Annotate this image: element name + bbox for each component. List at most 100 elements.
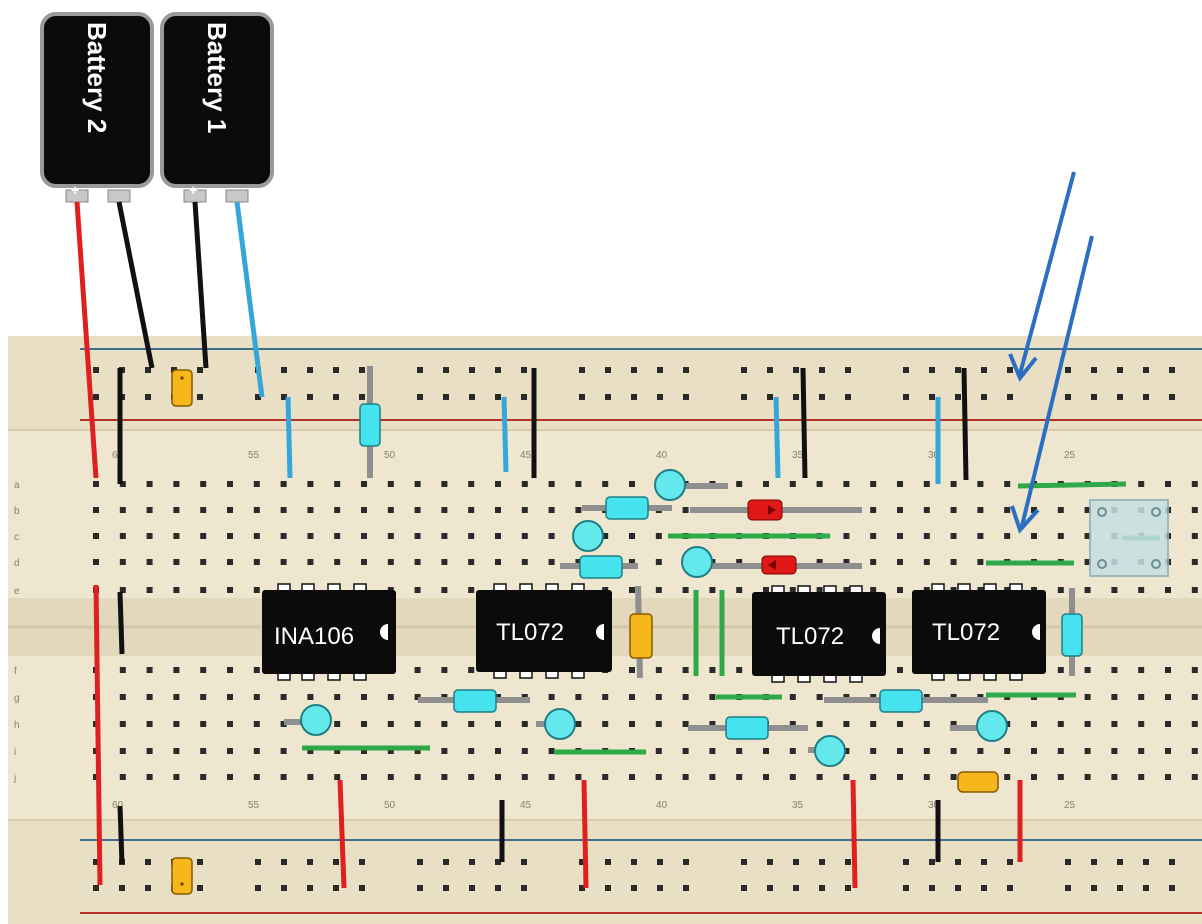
breadboard-hole [1138,748,1145,754]
breadboard-hole [333,859,339,865]
breadboard-hole [981,885,987,891]
diodes [747,499,797,575]
breadboard-hole [870,587,877,593]
chip-tl072-1-label: TL072 [496,619,564,646]
breadboard-hole [307,481,314,487]
breadboard-hole [253,533,260,539]
battery-1-negative-terminal [225,189,249,203]
breadboard-hole [929,394,935,400]
breadboard-hole [281,367,287,373]
breadboard-hole [1031,507,1037,513]
breadboard-hole [579,394,585,400]
breadboard-hole [629,533,635,539]
push-button[interactable] [1089,499,1169,577]
breadboard-hole [736,748,743,754]
chip-tl072-3[interactable]: TL072 [912,583,1046,681]
breadboard-hole [173,587,180,593]
breadboard-hole [387,481,394,487]
breadboard-hole [709,694,716,700]
breadboard-hole [443,859,449,865]
breadboard-hole [441,748,448,754]
breadboard-hole [602,533,609,539]
blue-wire [773,396,781,479]
battery-2[interactable]: Battery 2 + [40,12,154,203]
breadboard-hole [361,694,367,700]
black-wire [117,591,125,655]
breadboard-hole [521,367,527,373]
row-letter: h [14,720,20,731]
breadboard-hole [359,394,365,400]
breadboard-hole [1165,774,1171,780]
breadboard-hole [281,885,287,891]
breadboard-hole [441,559,448,565]
resistor [1061,613,1083,657]
breadboard-hole [789,481,796,487]
green-wire [1017,481,1127,489]
breadboard-hole [903,367,909,373]
column-number: 40 [656,450,668,461]
breadboard-hole [1004,748,1011,754]
chip-tl072-3-label: TL072 [932,619,1000,646]
breadboard-hole [1084,721,1091,727]
breadboard-hole [119,885,125,891]
breadboard-hole [605,367,611,373]
breadboard-hole [629,721,635,727]
breadboard-hole [548,748,555,754]
breadboard-hole [929,885,935,891]
breadboard-hole [845,367,851,373]
breadboard-hole [307,559,314,565]
breadboard-hole [146,774,153,780]
breadboard-hole [200,774,207,780]
battery-1-plus-sign: + [189,182,197,198]
breadboard-hole [1117,394,1123,400]
breadboard-hole [655,694,662,700]
breadboard-hole [280,694,287,700]
breadboard-hole [255,394,261,400]
breadboard-hole [819,885,825,891]
resistor [453,689,497,713]
chip-notch [1032,624,1040,640]
breadboard-hole [903,859,909,865]
breadboard-hole [307,859,313,865]
breadboard-hole [521,859,527,865]
capacitor [171,369,193,407]
breadboard-hole [657,859,663,865]
breadboard-hole [709,667,716,673]
breadboard-hole [950,559,957,565]
column-number: 60 [112,800,124,811]
breadboard-hole [1007,367,1013,373]
breadboard-hole [361,721,367,727]
breadboard-hole [307,507,314,513]
breadboard-hole [359,885,365,891]
breadboard-hole [683,859,689,865]
breadboard-hole [468,481,475,487]
breadboard-hole [843,559,850,565]
breadboard-hole [1031,533,1037,539]
breadboard-hole [870,533,877,539]
breadboard-hole [548,559,555,565]
breadboard-hole [414,481,421,487]
breadboard-hole [93,533,99,539]
capacitor [957,771,999,793]
breadboard-hole [602,721,609,727]
breadboard-hole [93,481,99,487]
breadboard-hole [736,774,743,780]
breadboard-hole [1091,885,1097,891]
chip-tl072-2[interactable]: TL072 [752,585,886,683]
chip-tl072-1[interactable]: TL072 [476,583,612,679]
breadboard-hole [119,721,126,727]
breadboard-hole [1191,507,1198,513]
breadboard-hole [950,774,957,780]
breadboard-hole [145,859,151,865]
breadboard-hole [441,533,448,539]
breadboard-hole [1165,748,1171,754]
battery-2-red-lead [74,201,99,479]
breadboard-hole [1143,885,1149,891]
breadboard-hole [767,885,773,891]
battery-1[interactable]: Battery 1 + [160,12,274,203]
chip-ina106[interactable]: INA106 [262,583,396,681]
row-letter: j [13,773,16,784]
breadboard-hole [683,885,689,891]
breadboard-hole [683,394,689,400]
breadboard-hole [468,507,475,513]
